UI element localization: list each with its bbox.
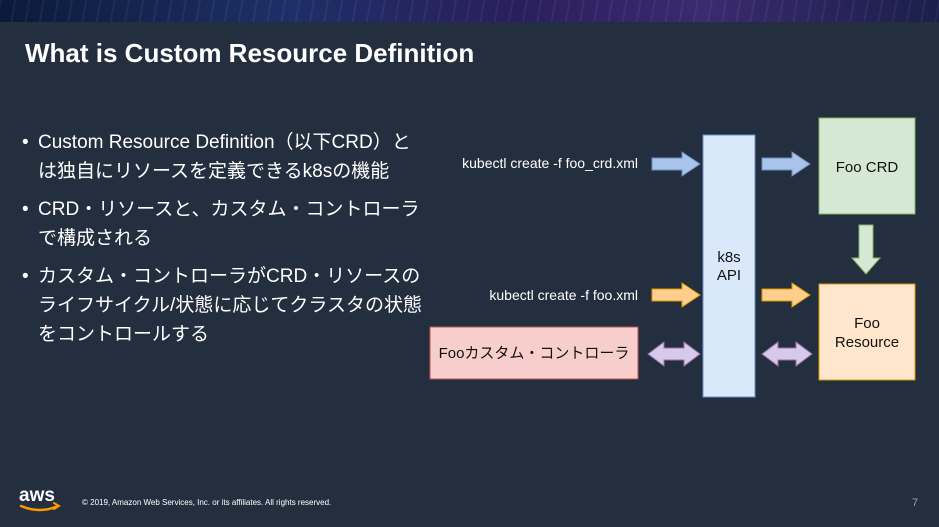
arrow-cmd-crd-to-api [651,151,701,177]
bullet-text: カスタム・コントローラがCRD・リソースのライフサイクル/状態に応じてクラスタの… [38,266,422,345]
foo-crd-box [818,117,916,215]
bullet-text: CRD・リソースと、カスタム・コントローラで構成される [38,199,420,249]
aws-smile-icon [19,504,60,512]
bullet-text: Custom Resource Definition（以下CRD）とは独自にリソ… [38,132,411,182]
cmd-foo-label: kubectl create -f foo.xml [489,287,638,303]
controller-label: Fooカスタム・コントローラ [439,345,630,362]
foo-resource-label-line1: Foo [854,315,880,332]
bullet-item: • Custom Resource Definition（以下CRD）とは独自に… [22,128,422,186]
arrow-controller-api [647,341,701,367]
arrow-crd-to-resource [850,224,882,275]
foo-resource-label-line2: Resource [835,334,899,351]
arrow-api-resource [761,341,813,367]
bullet-item: • CRD・リソースと、カスタム・コントローラで構成される [22,195,422,253]
foo-crd-label: Foo CRD [836,159,899,176]
aws-logo-icon: aws [19,485,61,512]
arrow-cmd-foo-to-api [651,282,701,308]
bullet-dot: • [22,199,29,220]
controller-box [429,326,639,380]
aws-smile-arrow-icon [53,502,61,510]
aws-logo-text: aws [19,485,55,506]
arrow-api-to-resource [761,282,811,308]
arrow-api-to-crd [761,151,811,177]
page-number: 7 [912,497,919,509]
bullet-list: • Custom Resource Definition（以下CRD）とは独自に… [22,128,422,358]
foo-resource-box [818,283,916,381]
slide-title: What is Custom Resource Definition [25,38,475,68]
copyright-text: © 2019, Amazon Web Services, Inc. or its… [82,498,332,507]
top-banner [0,0,939,22]
aws-logo: aws [18,484,66,519]
api-label-line2: API [717,267,741,284]
bullet-dot: • [22,266,29,287]
cmd-crd-label: kubectl create -f foo_crd.xml [462,155,638,171]
api-label-line1: k8s [717,249,740,266]
bullet-item: • カスタム・コントローラがCRD・リソースのライフサイクル/状態に応じてクラス… [22,262,422,349]
bullet-dot: • [22,132,29,153]
k8s-api-box [702,134,756,398]
